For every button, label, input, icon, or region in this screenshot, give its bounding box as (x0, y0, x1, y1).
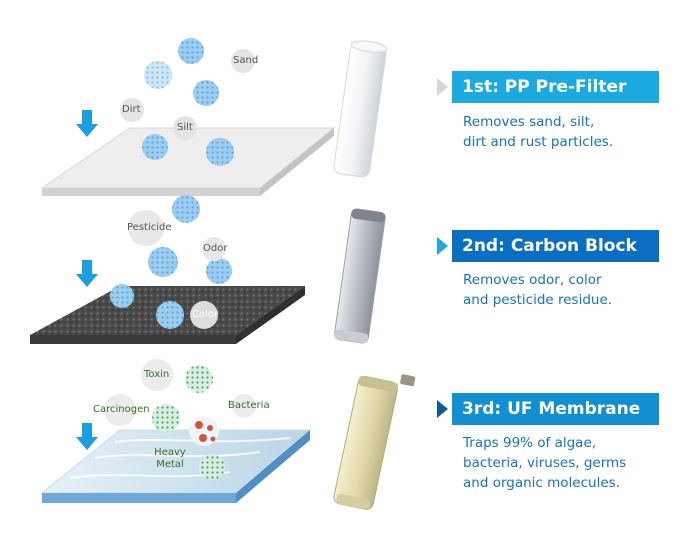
stage-2-banner: 2nd: Carbon Block (452, 230, 659, 262)
color-bubble (190, 301, 218, 329)
carbon-block-cartridge (334, 208, 386, 344)
particle-icon (185, 365, 213, 393)
arrow-down-icon (76, 110, 98, 137)
particle-label-odor: Odor (203, 243, 228, 254)
particle-icon (199, 454, 225, 480)
particle-icon (156, 301, 184, 329)
particle-icon (172, 195, 200, 223)
stage-1-description: Removes sand, silt, dirt and rust partic… (463, 114, 614, 150)
pesticide-bubble (128, 210, 164, 246)
particle-icon (193, 80, 219, 106)
uf-membrane-cartridge (333, 374, 416, 510)
bacteria-particle-icon (189, 416, 219, 446)
pp-filter-layer (40, 127, 336, 196)
stage-2-description: Removes odor, color and pesticide residu… (463, 272, 613, 308)
particle-label-color: Color (192, 309, 219, 320)
carcinogen-bubble (104, 394, 136, 426)
toxin-bubble (141, 359, 173, 391)
particle-icon (206, 258, 232, 284)
stage-3-description: Traps 99% of algae, bacteria, viruses, g… (463, 435, 627, 491)
arrow-down-icon (76, 260, 98, 287)
arrow-down-icon (76, 423, 98, 450)
particle-label-carcinogen: Carcinogen (93, 404, 150, 415)
banner-pointer-icon (437, 237, 448, 255)
pp-filter-cartridge (333, 40, 388, 178)
particle-label-heavy-metal: Heavy Metal (154, 447, 186, 470)
particle-icon (110, 284, 134, 308)
particle-icon (152, 404, 180, 432)
membrane-layer (40, 429, 312, 503)
particle-icon (148, 247, 178, 277)
stage-3-banner: 3rd: UF Membrane (452, 393, 659, 425)
odor-bubble (202, 237, 226, 261)
sand-bubble (231, 49, 255, 73)
particle-label-sand: Sand (233, 55, 259, 66)
particle-label-bacteria: Bacteria (228, 400, 270, 411)
banner-pointer-icon (437, 78, 448, 96)
particle-label-dirt: Dirt (122, 104, 141, 115)
particle-icon (142, 134, 168, 160)
bacteria-bubble (232, 394, 256, 418)
silt-bubble (173, 116, 197, 140)
particle-icon (144, 61, 172, 89)
stage-1-banner: 1st: PP Pre-Filter (452, 71, 659, 103)
particle-label-silt: Silt (177, 122, 193, 133)
particle-icon (206, 138, 234, 166)
dirt-bubble (120, 98, 144, 122)
banner-pointer-icon (437, 400, 448, 418)
particle-icon (178, 38, 204, 64)
particle-label-pesticide: Pesticide (127, 222, 172, 233)
particle-label-toxin: Toxin (144, 369, 170, 380)
